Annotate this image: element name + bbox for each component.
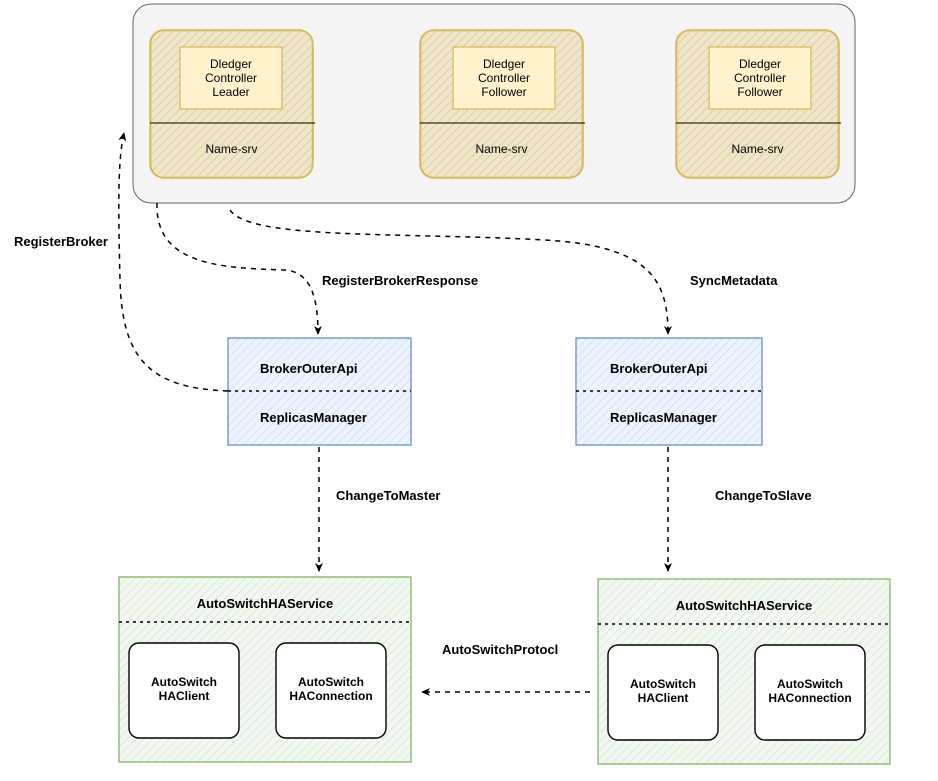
replicas-manager-label-slave: ReplicasManager: [610, 410, 717, 425]
edge-label-register-broker-response: RegisterBrokerResponse: [322, 273, 479, 288]
controller-line: Leader: [212, 85, 250, 99]
broker-slave: [575, 337, 763, 446]
controller-label-2: Dledger Controller Follower: [453, 57, 555, 99]
nameserver-label-3: Name-srv: [731, 142, 784, 156]
nameserver-node-2: [419, 29, 585, 179]
ha-client-line: HAClient: [637, 691, 689, 705]
ha-connection-line: AutoSwitch: [777, 677, 843, 691]
edge-register-broker-response: [156, 202, 322, 335]
controller-label-3: Dledger Controller Follower: [709, 57, 811, 99]
controller-line: Dledger: [738, 57, 782, 71]
ha-client-label-master: AutoSwitch HAClient: [129, 675, 239, 703]
edge-label-sync-metadata: SyncMetadata: [690, 273, 778, 288]
ha-service-title-master: AutoSwitchHAService: [196, 596, 334, 611]
ha-connection-line: AutoSwitch: [298, 675, 364, 689]
ha-client-label-slave: AutoSwitch HAClient: [608, 677, 718, 705]
replicas-manager-label-master: ReplicasManager: [260, 410, 367, 425]
edge-label-change-to-master: ChangeToMaster: [336, 488, 441, 503]
ha-client-line: AutoSwitch: [151, 675, 217, 689]
ha-connection-box-slave: [754, 644, 866, 741]
edge-label-change-to-slave: ChangeToSlave: [715, 488, 812, 503]
broker-master: [227, 337, 412, 446]
controller-line: Controller: [477, 71, 531, 85]
controller-line: Dledger: [482, 57, 526, 71]
broker-api-label-master: BrokerOuterApi: [260, 361, 358, 376]
nameserver-node-1: [149, 29, 315, 179]
ha-connection-line: HAConnection: [289, 689, 373, 703]
ha-connection-line: HAConnection: [768, 691, 852, 705]
ha-connection-box-master: [275, 642, 387, 739]
controller-line: Dledger: [209, 57, 253, 71]
ha-client-line: HAClient: [158, 689, 210, 703]
controller-label-1: Dledger Controller Leader: [180, 57, 282, 99]
nameserver-node-3: [675, 29, 841, 179]
ha-connection-label-master: AutoSwitch HAConnection: [276, 675, 386, 703]
controller-line: Controller: [204, 71, 258, 85]
ha-service-slave: [597, 578, 891, 765]
edge-label-auto-switch-protocol: AutoSwitchProtocl: [442, 642, 559, 657]
ha-service-master: [118, 576, 412, 763]
broker-api-label-slave: BrokerOuterApi: [610, 361, 708, 376]
ha-connection-label-slave: AutoSwitch HAConnection: [755, 677, 865, 705]
ha-client-box-slave: [607, 644, 719, 741]
nameserver-label-2: Name-srv: [475, 142, 528, 156]
ha-service-title-slave: AutoSwitchHAService: [675, 598, 813, 613]
controller-box-1: [179, 46, 283, 110]
controller-line: Follower: [481, 85, 527, 99]
controller-box-2: [452, 46, 556, 110]
nameserver-label-1: Name-srv: [205, 142, 258, 156]
controller-line: Controller: [733, 71, 787, 85]
controller-box-3: [708, 46, 812, 110]
ha-client-line: AutoSwitch: [630, 677, 696, 691]
edge-register-broker: [118, 132, 229, 392]
edge-label-register-broker: RegisterBroker: [14, 234, 108, 249]
controller-line: Follower: [737, 85, 783, 99]
ha-client-box-master: [128, 642, 240, 739]
